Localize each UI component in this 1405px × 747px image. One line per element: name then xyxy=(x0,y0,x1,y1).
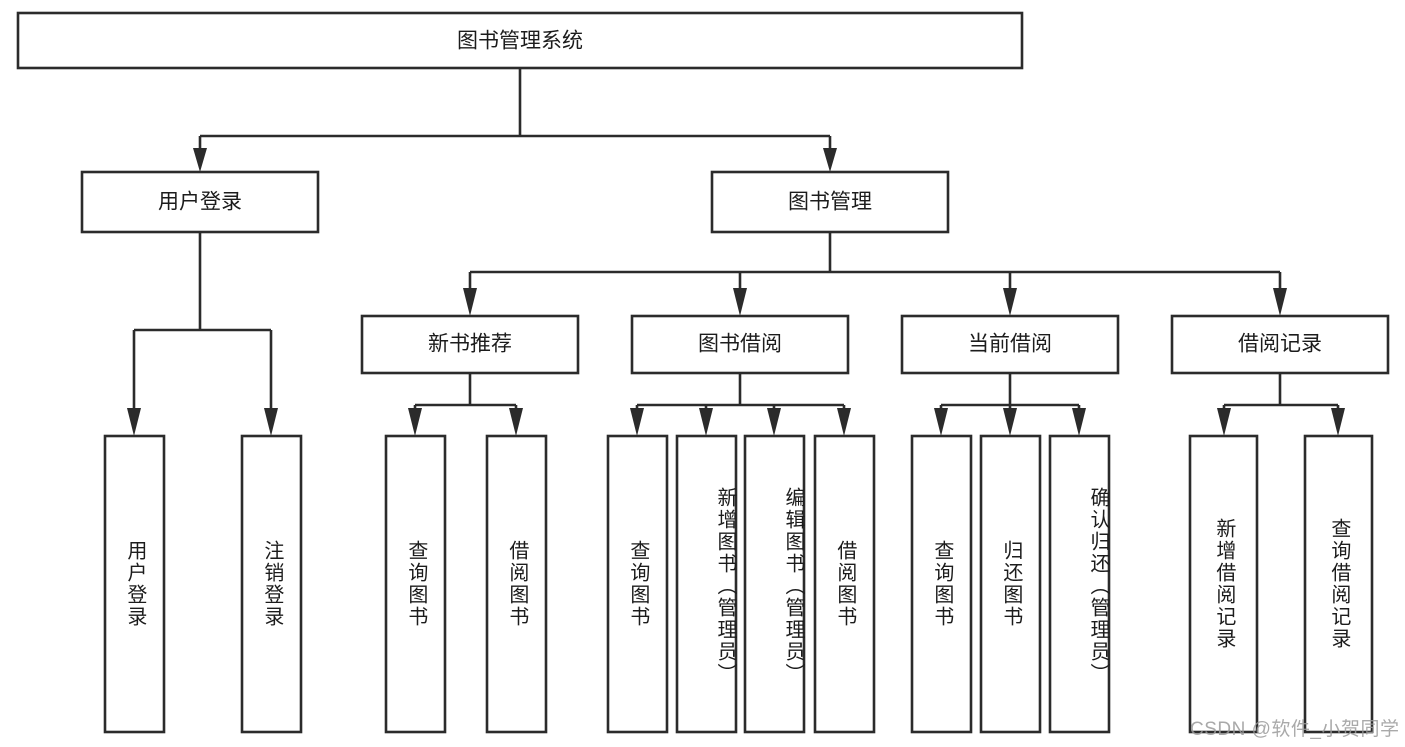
arrow-bookmgmt-to-currentborrow xyxy=(1003,288,1017,316)
leaf-borrow-book-1-box[interactable] xyxy=(485,434,548,734)
node-current-borrow-label: 当前借阅 xyxy=(968,333,1052,356)
connector-group-borrow-record xyxy=(1217,373,1345,436)
connector-group-root xyxy=(193,68,837,172)
node-borrow-record[interactable]: 借阅记录 xyxy=(1170,314,1390,375)
arrow-root-to-book-management xyxy=(823,148,837,172)
arrow-bookborrow-to-leaf4 xyxy=(837,408,851,436)
leaf-user-login-box[interactable] xyxy=(103,434,166,734)
arrow-currentborrow-to-leaf2 xyxy=(1003,408,1017,436)
node-root[interactable]: 图书管理系统 xyxy=(16,11,1024,70)
connector-group-new-book-recommend xyxy=(408,373,523,436)
arrow-bookmgmt-to-bookborrow xyxy=(733,288,747,316)
leaf-add-book-admin-box[interactable] xyxy=(675,434,738,734)
arrow-bookborrow-to-leaf3 xyxy=(767,408,781,436)
leaf-logout-login-box[interactable] xyxy=(240,434,303,734)
arrow-root-to-user-login xyxy=(193,148,207,172)
arrow-bookmgmt-to-newbook xyxy=(463,288,477,316)
node-user-login-box[interactable] xyxy=(80,170,320,234)
node-root-box[interactable] xyxy=(16,11,1024,70)
arrow-bookmgmt-to-borrowrecord xyxy=(1273,288,1287,316)
node-new-book-recommend-label: 新书推荐 xyxy=(428,333,512,356)
node-book-management-label: 图书管理 xyxy=(788,191,872,214)
leaf-edit-book-admin-box[interactable] xyxy=(743,434,806,734)
node-book-management-box[interactable] xyxy=(710,170,950,234)
node-user-login[interactable]: 用户登录 xyxy=(80,170,320,234)
connector-group-book-management xyxy=(463,232,1287,316)
node-book-borrow-box[interactable] xyxy=(630,314,850,375)
connector-group-user-login xyxy=(127,232,278,436)
node-current-borrow-box[interactable] xyxy=(900,314,1120,375)
csdn-watermark: CSDN @软件_小贺同学 xyxy=(1190,719,1400,740)
node-new-book-recommend-box[interactable] xyxy=(360,314,580,375)
leaf-add-borrow-record-box[interactable] xyxy=(1188,434,1259,734)
arrow-newbook-to-leaf2 xyxy=(509,408,523,436)
arrow-userlogin-to-leaf1 xyxy=(127,408,141,436)
arrow-borrowrecord-to-leaf1 xyxy=(1217,408,1231,436)
arrow-borrowrecord-to-leaf2 xyxy=(1331,408,1345,436)
leaf-query-book-3-box[interactable] xyxy=(910,434,973,734)
leaf-confirm-return-admin-box[interactable] xyxy=(1048,434,1111,734)
leaf-return-book-box[interactable] xyxy=(979,434,1042,734)
node-book-borrow-label: 图书借阅 xyxy=(698,333,782,356)
arrow-newbook-to-leaf1 xyxy=(408,408,422,436)
node-borrow-record-label: 借阅记录 xyxy=(1238,333,1322,356)
arrow-bookborrow-to-leaf1 xyxy=(630,408,644,436)
leaf-query-book-1-box[interactable] xyxy=(384,434,447,734)
arrow-bookborrow-to-leaf2 xyxy=(699,408,713,436)
connector-group-book-borrow xyxy=(630,373,851,436)
leaf-query-borrow-record-box[interactable] xyxy=(1303,434,1374,734)
arrow-currentborrow-to-leaf1 xyxy=(934,408,948,436)
node-book-borrow[interactable]: 图书借阅 xyxy=(630,314,850,375)
node-borrow-record-box[interactable] xyxy=(1170,314,1390,375)
node-current-borrow[interactable]: 当前借阅 xyxy=(900,314,1120,375)
arrow-currentborrow-to-leaf3 xyxy=(1072,408,1086,436)
node-user-login-label: 用户登录 xyxy=(158,191,242,214)
arrow-userlogin-to-leaf2 xyxy=(264,408,278,436)
leaf-query-book-2-box[interactable] xyxy=(606,434,669,734)
connector-group-current-borrow xyxy=(934,373,1086,436)
node-book-management[interactable]: 图书管理 xyxy=(710,170,950,234)
node-new-book-recommend[interactable]: 新书推荐 xyxy=(360,314,580,375)
leaf-boxes xyxy=(103,434,1374,734)
node-root-label: 图书管理系统 xyxy=(457,30,583,53)
leaf-borrow-book-2-box[interactable] xyxy=(813,434,876,734)
